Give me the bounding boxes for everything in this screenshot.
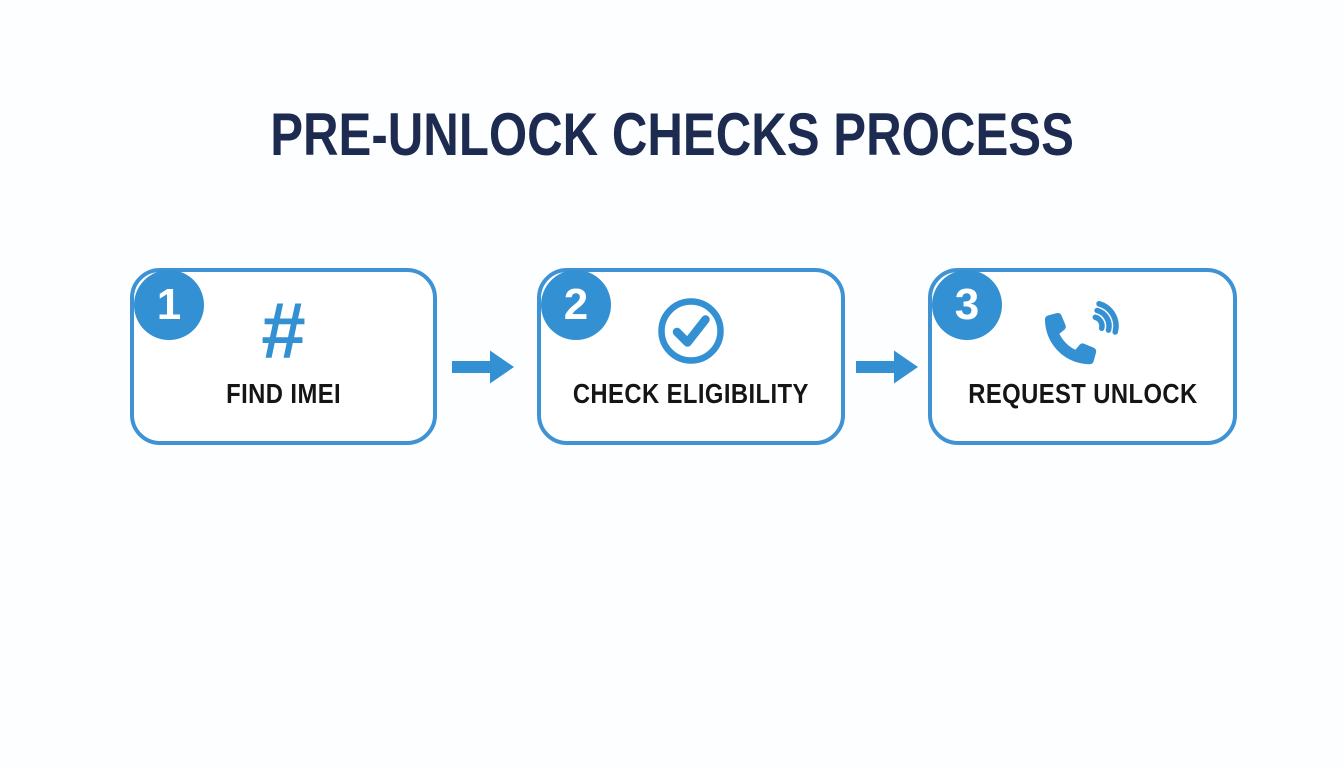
step-3-label: REQUEST UNLOCK [967, 378, 1198, 409]
hash-glyph: # [261, 286, 306, 375]
step-1-badge: 1 [134, 270, 204, 340]
step-2-label: CHECK ELIGIBILITY [573, 378, 809, 409]
page-title: PRE-UNLOCK CHECKS PROCESS [0, 100, 1344, 169]
step-1-number: 1 [156, 280, 182, 329]
step-1-label: FIND IMEI [226, 378, 341, 409]
step-2-label-wrap: CHECK ELIGIBILITY [541, 378, 841, 410]
page-title-text: PRE-UNLOCK CHECKS PROCESS [270, 101, 1074, 168]
step-3-badge: 3 [932, 270, 1002, 340]
check-circle-icon [541, 296, 841, 366]
step-2-badge: 2 [541, 270, 611, 340]
step-1-label-wrap: FIND IMEI [134, 378, 433, 410]
step-card-find-imei: 1 # FIND IMEI [130, 268, 437, 445]
arrow-right-icon [856, 350, 918, 384]
arrow-right-icon [452, 350, 514, 384]
step-3-label-wrap: REQUEST UNLOCK [932, 378, 1233, 410]
step-card-request-unlock: 3 REQUEST UNLOCK [928, 268, 1237, 445]
step-2-number: 2 [563, 280, 589, 329]
step-card-check-eligibility: 2 CHECK ELIGIBILITY [537, 268, 845, 445]
hash-icon: # [134, 286, 433, 375]
step-3-number: 3 [954, 280, 980, 329]
phone-volume-icon [932, 296, 1233, 366]
